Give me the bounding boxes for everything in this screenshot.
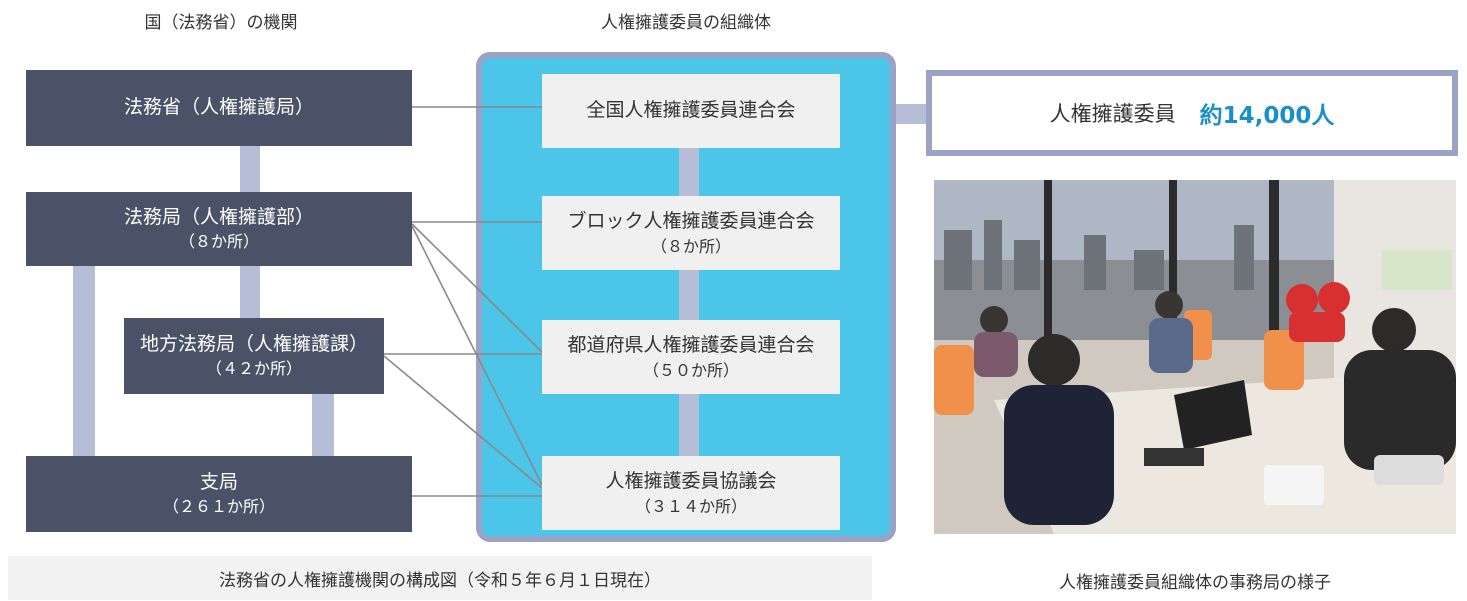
committee-box-national: 全国人権擁護委員連合会 — [542, 74, 840, 148]
committee-box-title: 人権擁護委員協議会 — [605, 469, 777, 492]
member-count-box: 人権擁護委員 約14,000人 — [926, 70, 1458, 156]
gov-box-title: 地方法務局（人権擁護課） — [139, 333, 368, 356]
committee-box-count: （８か所） — [650, 237, 731, 257]
government-heading: 国（法務省）の機関 — [144, 13, 298, 33]
member-count: 約14,000人 — [1199, 103, 1335, 129]
connector-bar — [896, 104, 928, 124]
gov-box-title: 法務省（人権擁護局） — [123, 96, 314, 119]
committee-box-count: （３１４か所） — [634, 497, 747, 517]
committee-box-prefectural: 都道府県人権擁護委員連合会 （５０か所） — [542, 320, 840, 394]
connector-bar — [240, 266, 260, 318]
connector-bar — [73, 266, 95, 456]
photo-caption: 人権擁護委員組織体の事務局の様子 — [1059, 573, 1331, 593]
committee-box-block: ブロック人権擁護委員連合会 （８か所） — [542, 196, 840, 270]
committee-heading: 人権擁護委員の組織体 — [601, 13, 771, 33]
gov-box-count: （４２か所） — [205, 359, 302, 379]
gov-box-count: （８か所） — [178, 232, 259, 252]
gov-box-legal-affairs-bureau: 法務局（人権擁護部） （８か所） — [26, 192, 412, 266]
gov-box-ministry: 法務省（人権擁護局） — [26, 70, 412, 146]
connector-bar — [240, 146, 260, 192]
diagram-caption: 法務省の人権擁護機関の構成図（令和５年６月１日現在） — [8, 556, 872, 600]
committee-box-title: 都道府県人権擁護委員連合会 — [567, 333, 815, 356]
connection-line — [383, 355, 543, 489]
gov-box-district-bureau: 地方法務局（人権擁護課） （４２か所） — [124, 318, 384, 394]
office-photo — [934, 180, 1456, 534]
gov-box-title: 支局 — [199, 471, 238, 494]
committee-box-count: （５０か所） — [642, 361, 739, 381]
committee-box-title: ブロック人権擁護委員連合会 — [567, 209, 815, 232]
committee-box-title: 全国人権擁護委員連合会 — [586, 99, 796, 122]
gov-box-count: （２６１か所） — [162, 497, 275, 517]
connection-line — [411, 223, 543, 353]
gov-box-title: 法務局（人権擁護部） — [123, 206, 314, 229]
member-label: 人権擁護委員 — [1049, 102, 1176, 126]
committee-box-council: 人権擁護委員協議会 （３１４か所） — [542, 456, 840, 530]
gov-box-branch-office: 支局 （２６１か所） — [26, 456, 412, 532]
connection-line — [411, 225, 543, 486]
connector-bar — [312, 394, 334, 456]
